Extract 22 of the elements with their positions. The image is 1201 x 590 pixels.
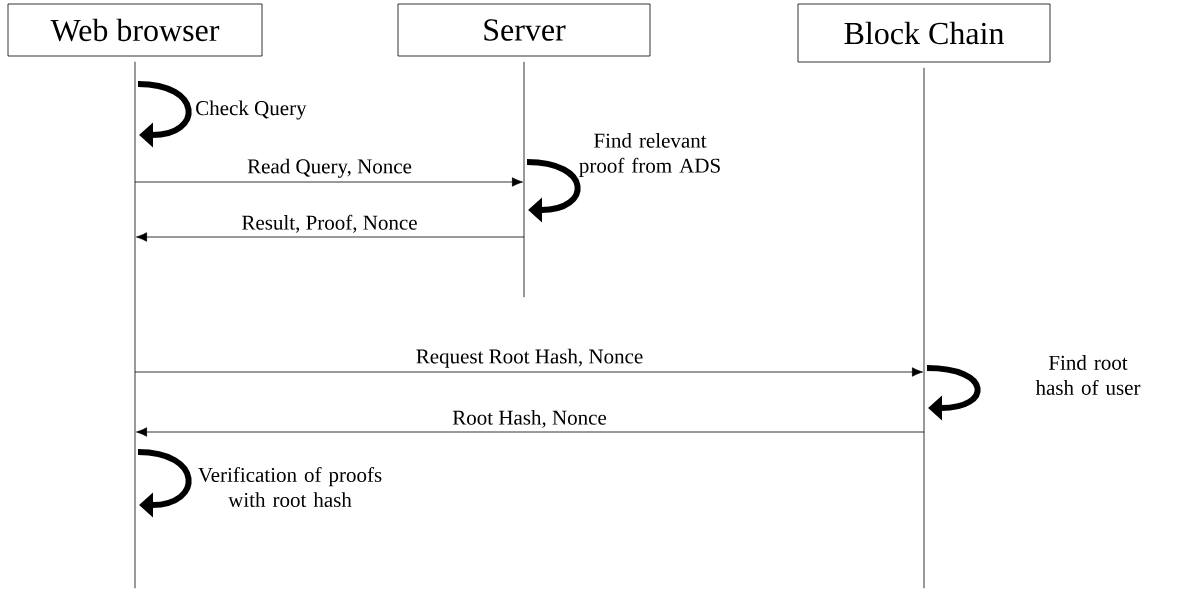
lifeline: [923, 67, 925, 589]
self-loop-arrow: [926, 365, 981, 421]
step-label: Find root hash of user: [1035, 355, 1141, 395]
lifeline: [523, 61, 525, 298]
edge-label: Root Hash, Nonce: [451, 409, 608, 429]
edge-label: Request Root Hash, Nonce: [414, 347, 645, 369]
self-loop-arrow: [137, 449, 192, 518]
self-loop-arrow: [526, 159, 581, 223]
step-label: Verification of proofs with root hash: [198, 467, 382, 507]
edge-label: Result, Proof, Nonce: [240, 213, 419, 234]
lifeline: [134, 61, 136, 589]
message-arrow: [136, 232, 525, 242]
participant-box: Web browser: [7, 3, 263, 57]
step-label: Check Query: [196, 100, 307, 120]
message-arrow: [134, 177, 523, 187]
message-arrow: [136, 427, 925, 437]
participant-box: Block Chain: [797, 3, 1051, 63]
participant-box: Server: [397, 3, 651, 57]
self-loop-arrow: [137, 81, 192, 148]
step-label: Find relevant proof from ADS: [579, 133, 720, 178]
edge-label: Read Query, Nonce: [246, 157, 413, 179]
message-arrow: [134, 367, 923, 377]
